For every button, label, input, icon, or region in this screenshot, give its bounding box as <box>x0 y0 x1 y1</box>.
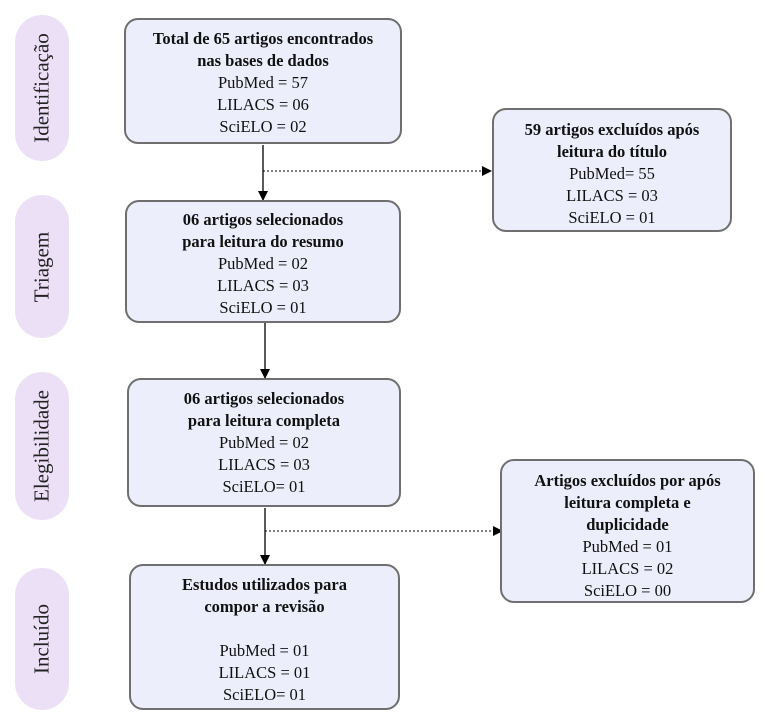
box-title-line: 06 artigos selecionados <box>182 210 344 229</box>
count-lilacs: LILACS = 06 <box>217 95 309 114</box>
count-pubmed: PubMed = 02 <box>218 254 308 273</box>
box-title-line: 06 artigos selecionados <box>183 389 345 408</box>
box-included: Estudos utilizados para compor a revisão… <box>129 564 400 710</box>
count-lilacs: LILACS = 03 <box>566 186 658 205</box>
count-pubmed: PubMed = 01 <box>582 537 673 556</box>
count-lilacs: LILACS = 03 <box>218 455 310 474</box>
count-scielo: SciELO= 01 <box>222 477 306 496</box>
count-pubmed: PubMed = 02 <box>219 433 309 452</box>
box-title-line: Artigos excluídos por após <box>534 471 721 490</box>
count-scielo: SciELO = 01 <box>219 298 307 317</box>
box-title-line: compor a revisão <box>204 597 325 616</box>
count-scielo: SciELO = 00 <box>583 581 672 600</box>
box-title-line: duplicidade <box>586 515 669 534</box>
box-excluded-full: Artigos excluídos por após leitura compl… <box>500 459 755 603</box>
box-title-line: leitura completa e <box>564 493 691 512</box>
count-lilacs: LILACS = 01 <box>218 663 311 682</box>
box-excluded-title: 59 artigos excluídos após leitura do tít… <box>492 108 732 232</box>
box-title-line: Total de 65 artigos encontrados <box>152 29 374 48</box>
count-scielo: SciELO = 01 <box>568 208 656 227</box>
stage-triagem: Triagem <box>15 195 69 338</box>
box-title-line: para leitura do resumo <box>182 232 344 251</box>
box-screening: 06 artigos selecionados para leitura do … <box>125 200 401 323</box>
box-eligibility: 06 artigos selecionados para leitura com… <box>127 378 401 507</box>
count-pubmed: PubMed = 01 <box>219 641 310 660</box>
box-identification: Total de 65 artigos encontrados nas base… <box>124 18 402 144</box>
box-title-line: Estudos utilizados para <box>181 575 348 594</box>
count-pubmed: PubMed= 55 <box>569 164 655 183</box>
box-title-line: para leitura completa <box>187 411 341 430</box>
box-title-line: 59 artigos excluídos após <box>524 120 700 139</box>
count-scielo: SciELO = 02 <box>219 117 307 136</box>
stage-incluido: Incluído <box>15 568 69 710</box>
count-lilacs: LILACS = 03 <box>217 276 309 295</box>
stage-identificacao: Identificação <box>15 15 69 161</box>
count-scielo: SciELO= 01 <box>222 685 307 704</box>
count-lilacs: LILACS = 02 <box>581 559 674 578</box>
stage-elegibilidade: Elegibilidade <box>15 372 69 520</box>
box-title-line: nas bases de dados <box>197 51 329 70</box>
count-pubmed: PubMed = 57 <box>218 73 308 92</box>
box-title-line: leitura do título <box>557 142 667 161</box>
spacer <box>131 618 398 640</box>
